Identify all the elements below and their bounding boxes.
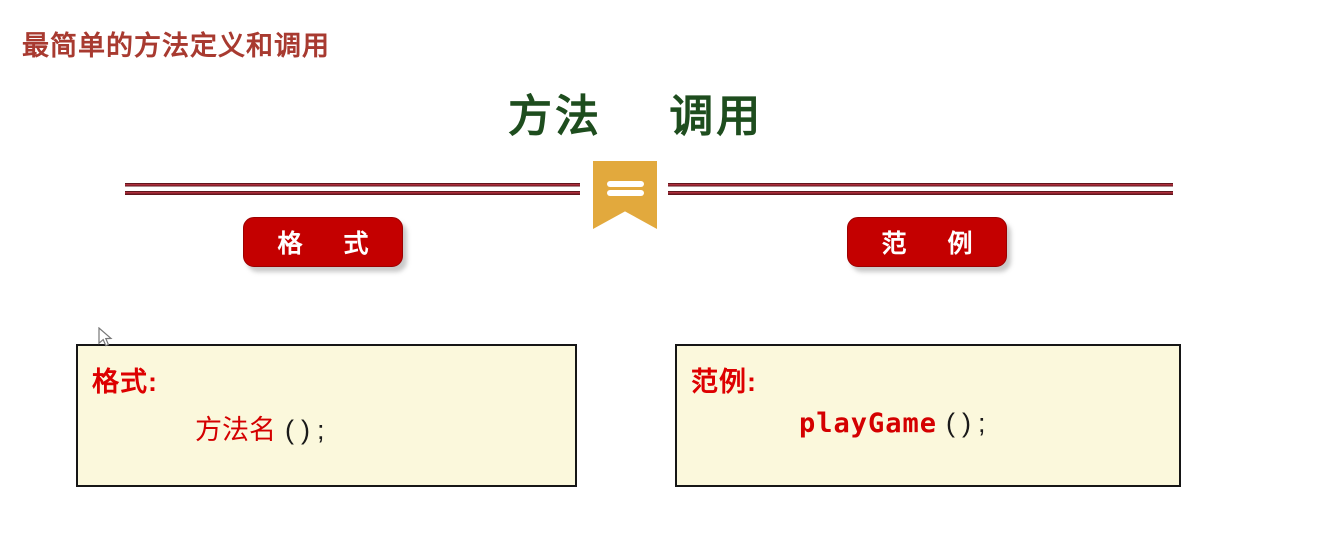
main-title: 方法 调用 <box>508 92 764 141</box>
bookmark-equals-icon <box>593 161 657 229</box>
example-button[interactable]: 范 例 <box>847 217 1007 267</box>
example-panel-heading: 范例: <box>691 367 757 397</box>
example-code-suffix: (); <box>946 408 993 438</box>
format-code-line: 方法名 (); <box>195 408 331 447</box>
format-panel: 格式: 方法名 (); <box>76 344 577 487</box>
format-panel-heading: 格式: <box>92 367 158 397</box>
method-name-text: 方法名 <box>195 415 276 445</box>
arrow-pointer-icon <box>98 327 113 347</box>
example-code-line: playGame (); <box>799 408 993 439</box>
divider-line-left <box>125 183 580 195</box>
play-game-text: playGame <box>799 408 938 439</box>
page-heading: 最简单的方法定义和调用 <box>22 31 330 61</box>
format-code-suffix: (); <box>285 415 332 445</box>
example-panel: 范例: playGame (); <box>675 344 1181 487</box>
equals-bar-top <box>607 181 644 187</box>
divider-line-right <box>668 183 1173 195</box>
format-button[interactable]: 格 式 <box>243 217 403 267</box>
equals-bar-bottom <box>607 190 644 196</box>
